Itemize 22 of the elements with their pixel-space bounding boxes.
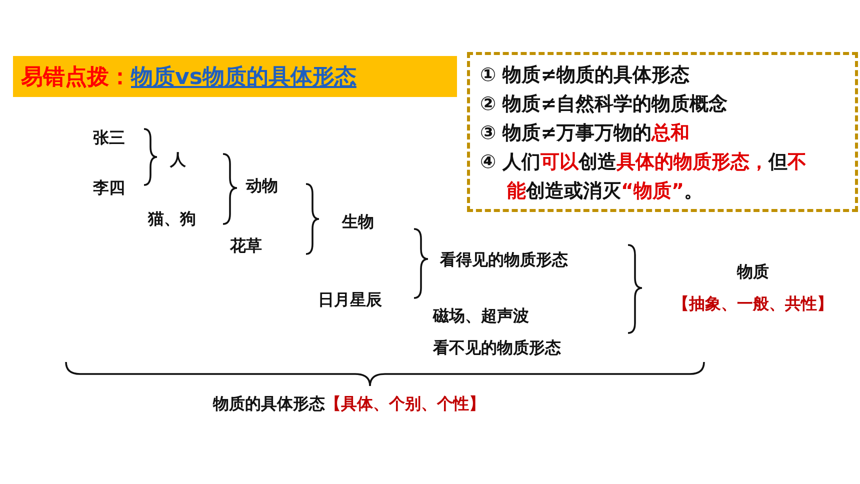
tree-label: 猫、狗: [148, 209, 196, 229]
tree-label: 生物: [342, 212, 374, 232]
tree-label: 动物: [246, 176, 278, 196]
note-text: ① 物质≠物质的具体形态: [480, 63, 691, 88]
note-text: ④ 人们可以创造具体的物质形态，但不能创造或消灭“物质”。: [480, 150, 808, 204]
tree-label: 磁场、超声波: [433, 306, 529, 326]
tree-label: 日月星辰: [318, 290, 382, 310]
tree-label: 李四: [93, 178, 125, 198]
note-text: ③ 物质≠万事万物的总和: [480, 121, 691, 146]
tree-label: 人: [170, 150, 186, 170]
tree-label: 张三: [93, 128, 125, 148]
tree-label: 看得见的物质形态: [440, 250, 568, 270]
tree-label: 看不见的物质形态: [433, 338, 561, 358]
note-box: [467, 52, 858, 212]
title-banner: [13, 56, 457, 97]
tree-label: 【抽象、一般、共性】: [673, 294, 833, 314]
title-link: 物质vs物质的具体形态: [131, 64, 356, 92]
title-text: 易错点拨：: [21, 64, 131, 92]
tree-label: 物质: [737, 262, 769, 282]
note-text: ② 物质≠自然科学的物质概念: [480, 92, 729, 117]
tree-label: 物质的具体形态【具体、个别、个性】: [213, 394, 485, 414]
tree-label: 花草: [230, 236, 262, 256]
